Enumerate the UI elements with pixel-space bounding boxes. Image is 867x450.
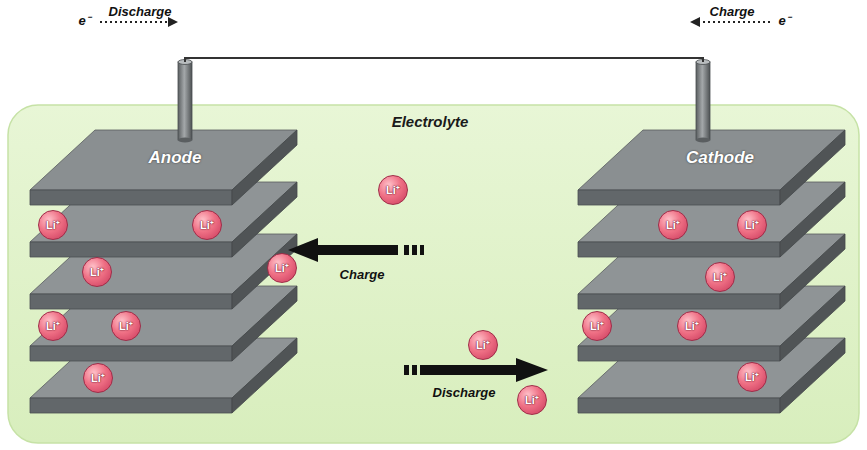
ion-label: Li⁺ bbox=[745, 371, 759, 383]
flow-label: Discharge bbox=[109, 4, 172, 19]
charge-electron-arrow bbox=[690, 17, 770, 27]
electrode-plate bbox=[30, 130, 297, 205]
electrode-plate bbox=[578, 338, 845, 413]
ion-label: Li⁺ bbox=[525, 394, 539, 406]
discharge-ion-arrow bbox=[404, 358, 548, 382]
electrode-plates bbox=[30, 130, 845, 413]
lithium-ion: Li⁺ bbox=[38, 210, 68, 240]
ion-label: Li⁺ bbox=[90, 266, 104, 278]
ion-label: Li⁺ bbox=[590, 320, 604, 332]
electrode-plate bbox=[578, 130, 845, 205]
discharge-electron-arrow bbox=[100, 17, 178, 27]
electrolyte-region bbox=[8, 105, 859, 443]
ion-label: Li⁺ bbox=[745, 219, 759, 231]
ion-label: Li⁺ bbox=[666, 219, 680, 231]
lithium-ion: Li⁺ bbox=[705, 262, 735, 292]
node-title: Anode bbox=[149, 149, 202, 168]
electrode-plate bbox=[578, 234, 845, 309]
lithium-ion: Li⁺ bbox=[83, 363, 113, 393]
cathode-terminal bbox=[696, 60, 710, 143]
ion-label: Li⁺ bbox=[386, 184, 400, 196]
charge-ion-arrow bbox=[288, 238, 424, 262]
ion-label: Li⁺ bbox=[685, 320, 699, 332]
flow-label: Charge bbox=[710, 4, 755, 19]
ion-label: Li⁺ bbox=[46, 320, 60, 332]
ion-label: Li⁺ bbox=[713, 271, 727, 283]
ion-label: Li⁺ bbox=[119, 320, 133, 332]
electrode-plate bbox=[578, 286, 845, 361]
lithium-ion: Li⁺ bbox=[517, 385, 547, 415]
anode-terminal bbox=[178, 60, 192, 143]
electrode-plate bbox=[30, 234, 297, 309]
external-wire bbox=[185, 58, 703, 62]
lithium-ion: Li⁺ bbox=[192, 210, 222, 240]
electron-symbol: e⁻ bbox=[78, 11, 89, 29]
cathode-stack: CathodeLi⁺ Li⁺ Li⁺ Li⁺ Li⁺ Li⁺ bbox=[576, 62, 848, 418]
anode-stack: AnodeLi⁺ Li⁺ Li⁺ Li⁺ Li⁺ Li⁺ Li⁺ bbox=[28, 62, 300, 418]
lithium-ion: Li⁺ bbox=[658, 210, 688, 240]
lithium-ion: Li⁺ bbox=[111, 311, 141, 341]
lithium-ion: Li⁺ bbox=[82, 257, 112, 287]
electrode-plate bbox=[30, 338, 297, 413]
lithium-ion: Li⁺ bbox=[38, 311, 68, 341]
lithium-ion: Li⁺ bbox=[468, 330, 498, 360]
electron-symbol: e⁻ bbox=[778, 11, 789, 29]
ion-label: Li⁺ bbox=[200, 219, 214, 231]
lithium-ion: Li⁺ bbox=[737, 362, 767, 392]
flow-label: Charge bbox=[340, 267, 385, 282]
lithium-ion: Li⁺ bbox=[677, 311, 707, 341]
electrode-plate bbox=[578, 182, 845, 257]
ion-label: Li⁺ bbox=[275, 262, 289, 274]
ion-label: Li⁺ bbox=[476, 339, 490, 351]
lithium-ion: Li⁺ bbox=[582, 311, 612, 341]
lithium-ion: Li⁺ bbox=[267, 253, 297, 283]
electrode-plate bbox=[30, 182, 297, 257]
node-title: Electrolyte bbox=[392, 114, 469, 131]
electrode-plate bbox=[30, 286, 297, 361]
flow-label: Discharge bbox=[433, 385, 496, 400]
ion-label: Li⁺ bbox=[91, 372, 105, 384]
node-title: Cathode bbox=[686, 149, 754, 168]
lithium-ion: Li⁺ bbox=[737, 210, 767, 240]
ion-label: Li⁺ bbox=[46, 219, 60, 231]
lithium-ion: Li⁺ bbox=[378, 175, 408, 205]
